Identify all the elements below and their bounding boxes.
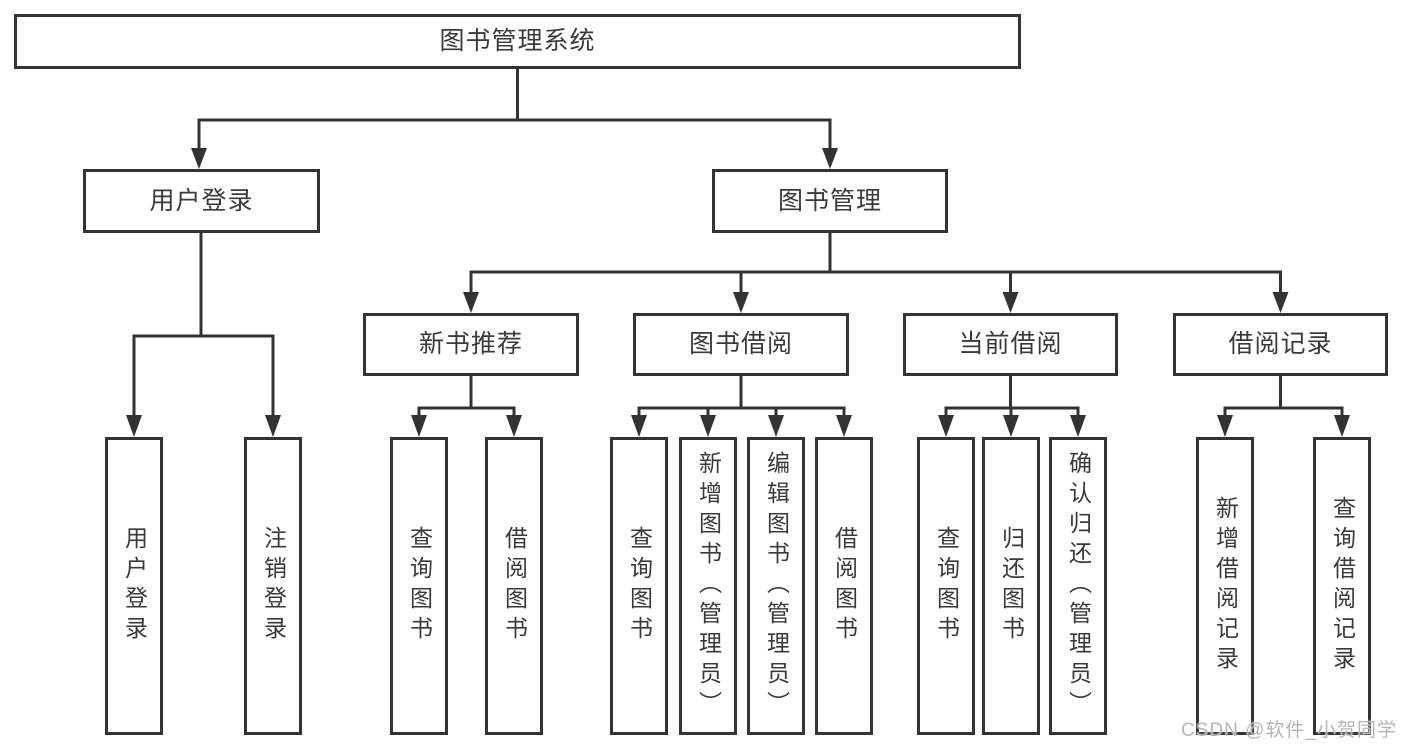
leaf-user-login-label: 用户登录 [121, 526, 148, 646]
node-library-system-label: 图书管理系统 [439, 27, 596, 55]
node-borrowing-records: 借阅记录 [1173, 313, 1388, 376]
leaf-nbr-borrow-books: 借阅图书 [485, 437, 543, 735]
connector-login-to-leaves [132, 233, 275, 424]
node-library-system: 图书管理系统 [14, 14, 1021, 69]
csdn-watermark: CSDN @软件_小贺同学 [1181, 720, 1397, 741]
leaf-br-query-borrow-record: 查询借阅记录 [1313, 437, 1371, 735]
leaf-cb-return-books: 归还图书 [982, 437, 1040, 735]
connector-mgmt-to-level3 [469, 233, 1282, 300]
node-new-book-recommend: 新书推荐 [363, 313, 579, 376]
node-user-login-label: 用户登录 [149, 186, 254, 215]
node-current-borrowing: 当前借阅 [903, 313, 1118, 376]
node-new-book-recommend-label: 新书推荐 [418, 330, 523, 358]
node-current-borrowing-label: 当前借阅 [958, 330, 1063, 358]
leaf-bb-edit-books-admin: 编辑图书（管理员） [747, 437, 805, 735]
arrowheads [126, 148, 1350, 437]
leaf-bb-edit-books-admin-label: 编辑图书（管理员） [763, 451, 790, 721]
leaf-bb-borrow-books-label: 借阅图书 [831, 526, 858, 646]
leaf-logout-login-label: 注销登录 [260, 526, 287, 646]
leaf-bb-add-books-admin-label: 新增图书（管理员） [695, 451, 722, 721]
leaf-nbr-query-books-label: 查询图书 [406, 526, 433, 646]
leaf-nbr-query-books: 查询图书 [390, 437, 448, 735]
leaf-cb-query-books-label: 查询图书 [933, 526, 960, 646]
connector-bb-to-leaves [637, 376, 846, 424]
node-book-borrowing-label: 图书借阅 [688, 330, 793, 358]
leaf-bb-query-books-label: 查询图书 [626, 526, 653, 646]
leaf-br-add-borrow-record: 新增借阅记录 [1196, 437, 1254, 735]
connector-nbr-to-leaves [417, 376, 516, 424]
leaf-bb-add-books-admin: 新增图书（管理员） [679, 437, 737, 735]
node-book-management-label: 图书管理 [777, 186, 882, 215]
node-book-management: 图书管理 [712, 169, 948, 233]
connector-br-to-leaves [1223, 376, 1344, 424]
leaf-bb-query-books: 查询图书 [610, 437, 668, 735]
leaf-bb-borrow-books: 借阅图书 [815, 437, 873, 735]
leaf-logout-login: 注销登录 [244, 437, 302, 735]
connector-root-to-level2 [197, 69, 832, 154]
node-book-borrowing: 图书借阅 [633, 313, 849, 376]
leaf-nbr-borrow-books-label: 借阅图书 [501, 526, 528, 646]
leaf-cb-query-books: 查询图书 [917, 437, 975, 735]
leaf-cb-confirm-return-admin-label: 确认归还（管理员） [1065, 451, 1092, 721]
node-user-login: 用户登录 [83, 169, 320, 233]
node-borrowing-records-label: 借阅记录 [1228, 330, 1333, 358]
leaf-cb-confirm-return-admin: 确认归还（管理员） [1049, 437, 1107, 735]
leaf-user-login: 用户登录 [105, 437, 163, 735]
leaf-br-query-borrow-record-label: 查询借阅记录 [1329, 496, 1356, 676]
leaf-cb-return-books-label: 归还图书 [998, 526, 1025, 646]
leaf-br-add-borrow-record-label: 新增借阅记录 [1212, 496, 1239, 676]
